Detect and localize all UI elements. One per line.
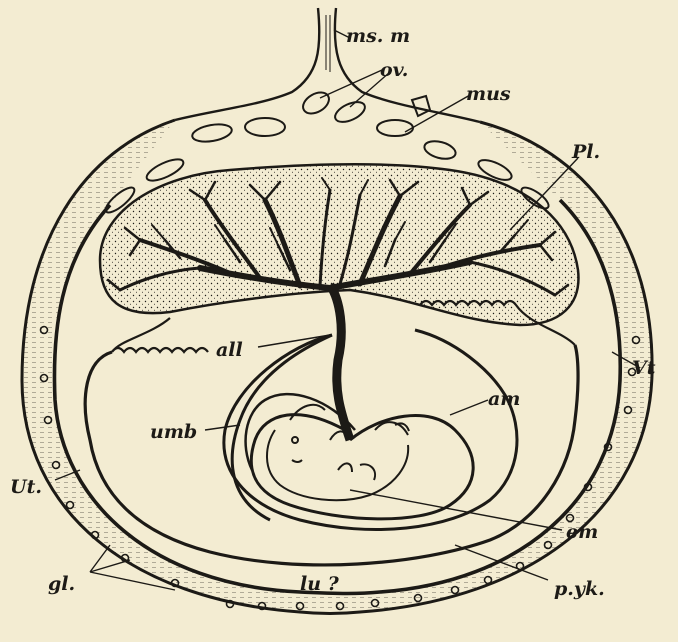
label-mus: mus bbox=[466, 83, 511, 105]
label-ov: ov. bbox=[380, 59, 408, 81]
label-umb: umb bbox=[150, 421, 197, 443]
label-ms-m: ms. m bbox=[346, 25, 410, 47]
label-gl: gl. bbox=[48, 573, 75, 595]
label-p-yk: p.yk. bbox=[554, 578, 605, 600]
label-vt: Vt bbox=[632, 357, 656, 379]
label-em: em bbox=[566, 521, 598, 543]
label-all: all bbox=[216, 339, 243, 361]
label-am: am bbox=[488, 388, 520, 410]
label-lu: lu ? bbox=[300, 573, 340, 595]
label-ut: Ut. bbox=[10, 476, 42, 498]
label-pl: Pl. bbox=[571, 141, 600, 163]
